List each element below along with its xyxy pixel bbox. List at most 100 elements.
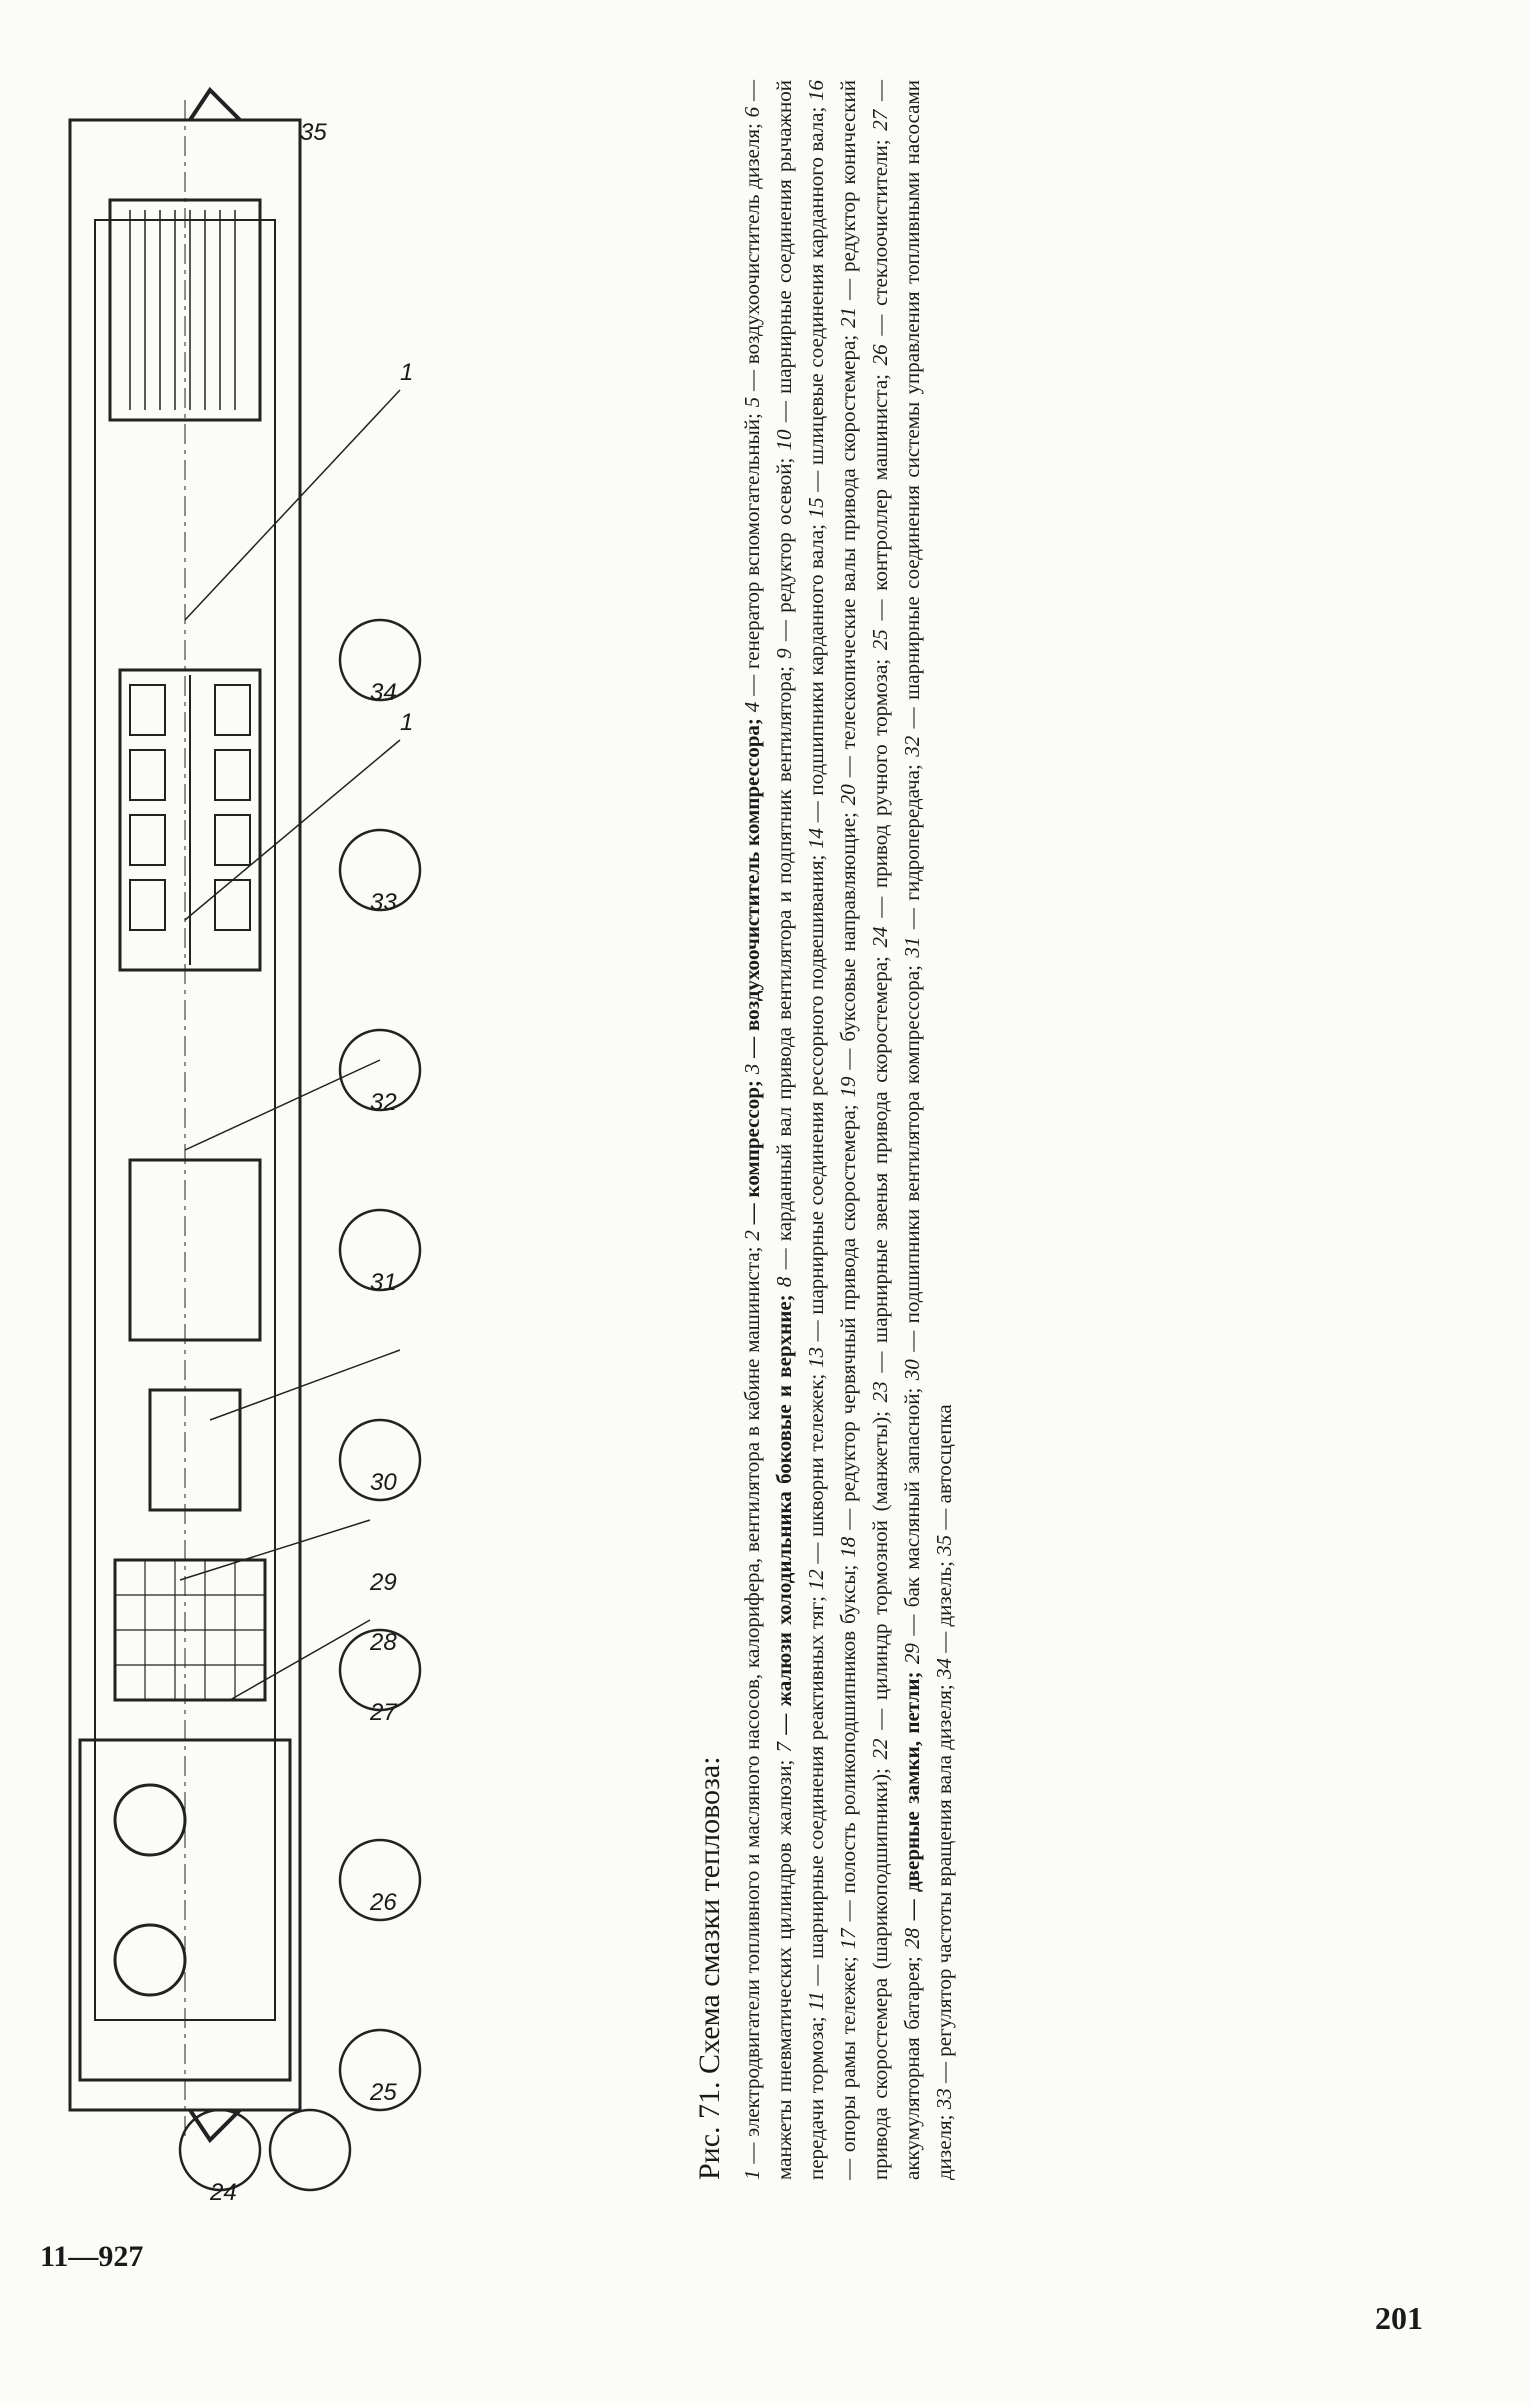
caption-item: 12 — шкворни тележек; <box>804 1368 828 1591</box>
diesel-engine <box>118 668 262 972</box>
locomotive-lubrication-diagram: 1 1 24 25 26 27 28 29 30 31 32 33 34 35 <box>68 86 422 2206</box>
callout-label: 25 <box>369 2079 397 2106</box>
caption-item-number: 20 <box>836 784 860 806</box>
caption-item-text: — шкворни тележек; <box>804 1368 828 1570</box>
caption-item: 15 — шлицевые соединения карданного вала… <box>804 100 828 519</box>
caption-item: 18 — редуктор червячный привода скоросте… <box>836 1098 860 1558</box>
caption-item-text: — опоры рамы тележек; <box>836 1949 860 2180</box>
caption-item-text: — автосцепка <box>932 1404 956 1535</box>
caption-item: 13 — шарнирные соединения рессорного под… <box>804 849 828 1368</box>
caption-item: 28 — дверные замки, петли; <box>900 1664 924 1949</box>
caption-item: 2 — компрессор; <box>740 1074 764 1241</box>
cab-seat-left <box>113 1783 187 1857</box>
caption-item-number: 16 <box>804 79 828 101</box>
caption-item-number: 6 <box>740 106 764 118</box>
caption-item: 35 — автосцепка <box>932 1404 956 1555</box>
caption-item: 7 — жалюзи холодильника боковые и верхни… <box>772 1287 796 1752</box>
caption-item-number: 18 <box>836 1536 860 1558</box>
caption-item: 14 — подшипники карданного вала; <box>804 518 828 849</box>
caption-item: 23 — шарнирные звенья привода скоростеме… <box>868 947 892 1402</box>
caption-item-text: — генератор вспомогательный; <box>740 407 764 702</box>
caption-item-text: — подшипники карданного вала; <box>804 518 828 828</box>
caption-item-number: 25 <box>868 629 892 651</box>
caption-item-text: — дверные замки, петли; <box>900 1664 924 1928</box>
caption-item: 25 — контроллер машиниста; <box>868 365 892 650</box>
caption-item-number: 10 <box>772 429 796 451</box>
caption-item-number: 3 <box>740 1063 764 1075</box>
caption-item-number: 26 <box>868 344 892 366</box>
caption-item-text: — шарнирные соединения реактивных тяг; <box>804 1590 828 1992</box>
caption-item: 9 — редуктор осевой; <box>772 450 796 659</box>
caption-item-number: 30 <box>900 1359 924 1381</box>
caption-item: 31 — гидропередача; <box>900 756 924 958</box>
caption-item-text: — редуктор осевой; <box>772 450 796 649</box>
caption-item-text: — гидропередача; <box>900 756 924 937</box>
caption-item: 20 — телескопические валы привода скорос… <box>836 328 860 805</box>
caption-item-text: — карданный вал привода вентилятора и по… <box>772 658 796 1277</box>
caption-item: 5 — воздухоочиститель дизеля; <box>740 117 764 407</box>
caption-item: 29 — бак масляный запасной; <box>900 1380 924 1664</box>
caption-item-number: 23 <box>868 1381 892 1403</box>
caption-item-text: — контроллер машиниста; <box>868 365 892 630</box>
caption-item: 4 — генератор вспомогательный; <box>740 407 764 712</box>
caption-item: 1 — электродвигатели топливного и маслян… <box>740 1241 764 2180</box>
caption-item-text: — бак масляный запасной; <box>900 1380 924 1644</box>
caption-item-number: 34 <box>932 1658 956 1679</box>
coupler-front <box>188 86 242 122</box>
coupler-rear <box>188 2108 242 2144</box>
caption-item-number: 7 <box>772 1741 796 1753</box>
callout-label: 31 <box>370 1269 397 1296</box>
callout-label: 30 <box>370 1469 397 1496</box>
caption-item-text: — регулятор частоты вращения вала дизеля… <box>932 1679 956 2089</box>
caption-title: Рис. 71. Схема смазки тепловоза: <box>693 1756 726 2180</box>
caption-item-number: 22 <box>868 1738 892 1760</box>
caption-item-text: — электродвигатели топливного и масляног… <box>740 1240 764 2170</box>
caption-item: 3 — воздухоочиститель компрессора; <box>740 712 764 1074</box>
caption-item-number: 1 <box>740 2169 764 2181</box>
caption-item-number: 11 <box>804 1991 828 2011</box>
caption-item: 24 — привод ручного тормоза; <box>868 650 892 948</box>
caption-item: 19 — буксовые направляющие; <box>836 805 860 1097</box>
caption-item-number: 27 <box>868 109 892 131</box>
caption-item-text: — буксовые направляющие; <box>836 805 860 1077</box>
caption-item-text: — стеклоочистители; <box>868 130 892 345</box>
caption-item: 33 — регулятор частоты вращения вала диз… <box>932 1679 956 2109</box>
caption-item: 30 — подшипники вентилятора компрессора; <box>900 957 924 1381</box>
callout-label: 27 <box>369 1699 398 1726</box>
caption-item-number: 19 <box>836 1076 860 1098</box>
callout-label: 29 <box>369 1569 397 1596</box>
cab-seat-right <box>113 1923 187 1997</box>
caption-item-text: — дизель; <box>932 1555 956 1658</box>
caption-item-number: 31 <box>900 936 924 958</box>
caption-item-number: 17 <box>836 1928 860 1950</box>
caption-item: 22 — цилиндр тормозной (манжеты); <box>868 1402 892 1759</box>
caption-item-number: 29 <box>900 1643 924 1665</box>
compressor-block <box>148 1388 242 1512</box>
caption-item-number: 28 <box>900 1927 924 1949</box>
callout-label: 28 <box>369 1629 397 1656</box>
caption-item-number: 32 <box>900 735 924 757</box>
caption-item-number: 35 <box>932 1534 956 1556</box>
caption-item-text: — полость роликоподшипников буксы; <box>836 1557 860 1929</box>
caption-item-number: 13 <box>804 1347 828 1369</box>
caption-item-text: — цилиндр тормозной (манжеты); <box>868 1402 892 1739</box>
caption-item-text: — подшипники вентилятора компрессора; <box>900 957 924 1360</box>
caption-item-text: — воздухоочиститель дизеля; <box>740 117 764 397</box>
caption-body: 1 — электродвигатели топливного и маслян… <box>736 80 960 2180</box>
callout-label: 26 <box>369 1889 397 1916</box>
figure-caption: Рис. 71. Схема смазки тепловоза: 1 — эле… <box>690 80 1010 2180</box>
caption-item-number: 8 <box>772 1276 796 1288</box>
callout-label: 1 <box>400 359 413 386</box>
caption-item-number: 15 <box>804 497 828 519</box>
callout-label: 1 <box>400 709 413 736</box>
callout-label: 33 <box>370 889 397 916</box>
callout-label: 35 <box>300 119 327 146</box>
caption-item-number: 14 <box>804 827 828 849</box>
caption-item-number: 5 <box>740 396 764 408</box>
caption-item-text: — шарнирные звенья привода скоростемера; <box>868 947 892 1382</box>
caption-item-text: — шлицевые соединения карданного вала; <box>804 100 828 498</box>
caption-item-number: 24 <box>868 926 892 948</box>
caption-item-number: 2 <box>740 1230 764 1241</box>
caption-item-text: — привод ручного тормоза; <box>868 650 892 927</box>
